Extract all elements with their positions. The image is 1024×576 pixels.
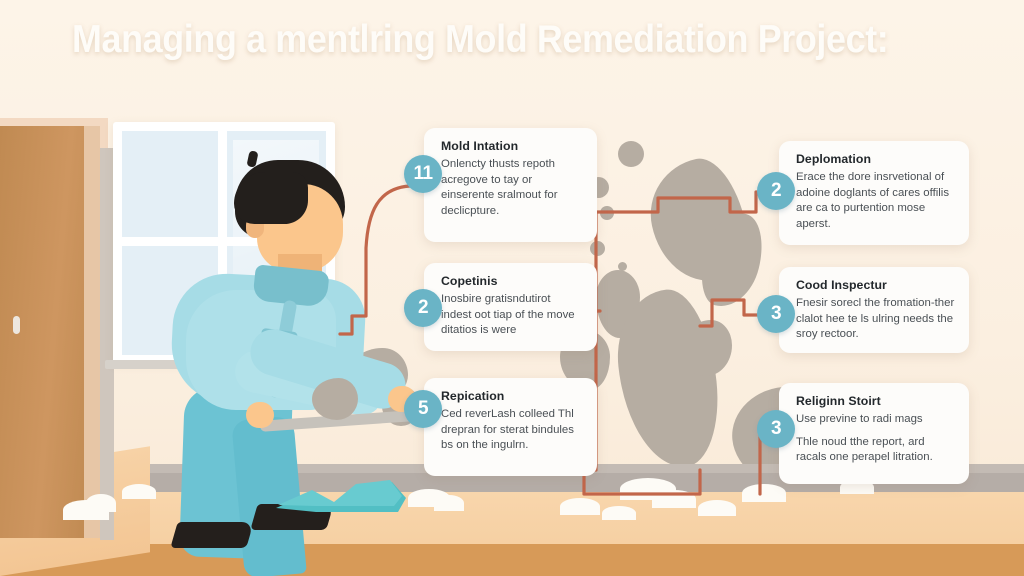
card-body-line: Use previne to radi mags [796, 413, 923, 425]
card-heading: Copetinis [441, 274, 498, 288]
card-heading: Repication [441, 389, 505, 403]
step-badge-2-right[interactable]: 2 [757, 172, 795, 210]
room-floor-edge [0, 544, 1024, 576]
card-heading: Religinn Stoirt [796, 394, 881, 408]
remediation-worker [150, 150, 429, 576]
vacuum-hose [276, 480, 406, 512]
card-body-line: Fnesir sorecl the fromation-ther clalot … [796, 297, 955, 341]
door-knob-icon [13, 316, 20, 334]
step-badge-3-bottom[interactable]: 3 [757, 410, 795, 448]
step-card-religinn-stoirt[interactable]: Religinn Stoirt Use previne to radi mags… [779, 383, 969, 484]
card-body-line: Inosbire gratisndutirot indest oot tiap … [441, 293, 575, 337]
removed-mold-chunk [312, 378, 358, 420]
step-badge-3-mid[interactable]: 3 [757, 295, 795, 333]
step-badge-2-left[interactable]: 2 [404, 289, 442, 327]
page-title: Managing a mentlring Mold Remediation Pr… [72, 18, 889, 61]
step-card-cood-inspectur[interactable]: Cood Inspectur Fnesir sorecl the fromati… [779, 267, 969, 353]
card-body-line: Ced reverLash colleed Thl drepran for st… [441, 408, 574, 452]
card-heading: Deplomation [796, 152, 872, 166]
step-badge-5[interactable]: 5 [404, 390, 442, 428]
card-body-line: Onlencty thusts repoth acregove to tay o… [441, 158, 558, 217]
step-card-repication[interactable]: Repication Ced reverLash colleed Thl dre… [424, 378, 597, 476]
step-card-mold-intation[interactable]: Mold Intation Onlencty thusts repoth acr… [424, 128, 597, 242]
step-card-copetinis[interactable]: Copetinis Inosbire gratisndutirot indest… [424, 263, 597, 351]
room-floor [0, 492, 1024, 544]
card-heading: Mold Intation [441, 139, 519, 153]
step-badge-11[interactable]: 11 [404, 155, 442, 193]
card-heading: Cood Inspectur [796, 278, 887, 292]
step-card-deplomation[interactable]: Deplomation Erace the dore insrvetional … [779, 141, 969, 245]
card-body-line: Erace the dore insrvetional of adoine do… [796, 171, 950, 230]
card-body-line: Thle noud tthe report, ard racals one pe… [796, 435, 933, 464]
